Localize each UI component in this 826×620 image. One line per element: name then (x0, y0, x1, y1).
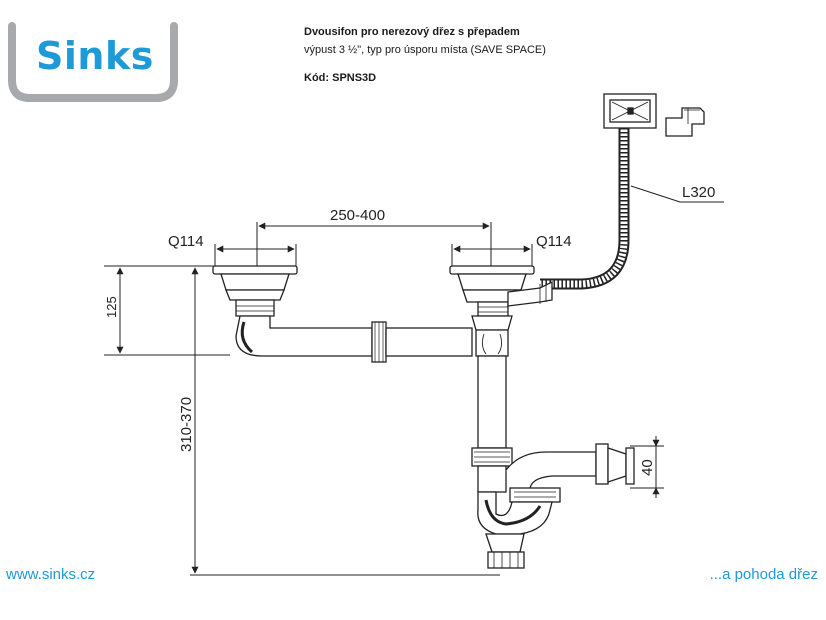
dim-width-label: 250-400 (330, 207, 385, 224)
product-subtitle: výpust 3 ½", typ pro úsporu místa (SAVE … (304, 44, 546, 56)
sinks-logo-text: Sinks (36, 34, 154, 78)
dim-q-right-label: Q114 (536, 233, 572, 250)
dim-q-left-label: Q114 (168, 233, 204, 250)
bottle-trap (477, 443, 635, 569)
product-code: Kód: SPNS3D (304, 72, 377, 84)
overflow-hose (540, 128, 630, 290)
sinks-logo-frame (8, 22, 178, 102)
connecting-pipe (235, 315, 473, 363)
left-basin-strainer (212, 265, 298, 317)
right-vertical-pipe (471, 315, 513, 493)
right-basin-strainer (449, 265, 553, 317)
dim-overflow-label: L320 (682, 184, 715, 201)
website-link[interactable]: www.sinks.cz (6, 566, 96, 583)
slogan: ...a pohoda dřez (709, 566, 818, 583)
dim-outlet-label: 40 (639, 459, 656, 476)
dim-height-top-label: 125 (104, 296, 119, 318)
dim-height-total-label: 310-370 (178, 397, 195, 452)
product-title: Dvousifon pro nerezový dřez s přepadem (304, 26, 520, 38)
